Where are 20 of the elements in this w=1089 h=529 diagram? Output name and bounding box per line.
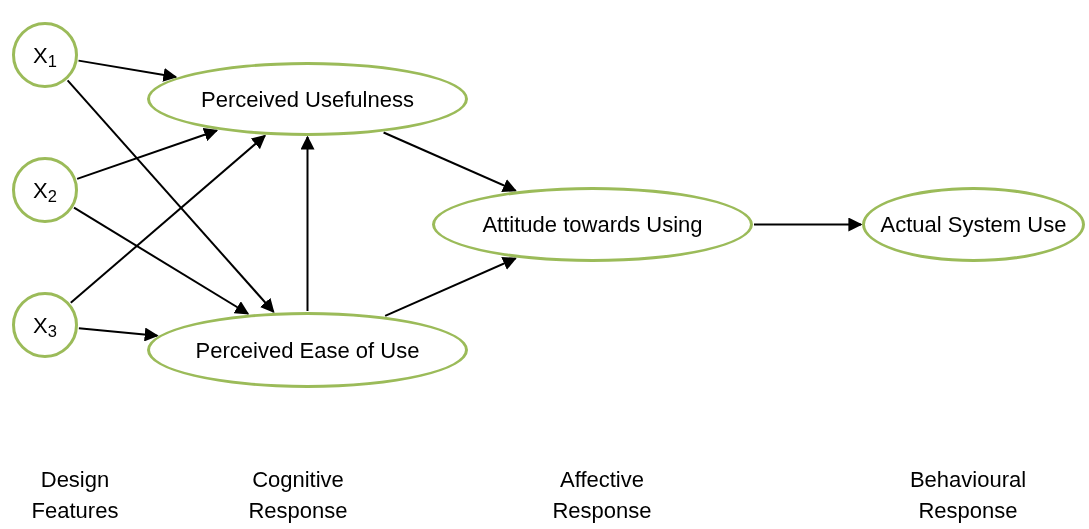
stage-label: Cognitive Response <box>247 466 349 525</box>
arrow <box>300 135 315 312</box>
arrow <box>382 131 517 192</box>
variable-circle: X$_{1}$ <box>12 22 78 88</box>
stage-label: Behavioural Response <box>908 466 1028 525</box>
arrow <box>66 79 275 313</box>
variable-circle: X$_{3}$ <box>12 292 78 358</box>
arrow <box>76 127 219 180</box>
arrow <box>753 217 863 232</box>
construct-ellipse: Perceived Usefulness <box>147 62 468 136</box>
arrow <box>77 327 159 342</box>
arrow <box>77 59 178 82</box>
arrow <box>69 134 266 304</box>
stage-label: Affective Response <box>551 466 653 525</box>
arrow <box>384 257 517 317</box>
variable-circle: X$_{2}$ <box>12 157 78 223</box>
construct-ellipse: Perceived Ease of Use <box>147 312 468 388</box>
stage-label: Design Features <box>30 466 120 525</box>
construct-ellipse: Actual System Use <box>862 187 1085 262</box>
construct-ellipse: Attitude towards Using <box>432 187 753 262</box>
